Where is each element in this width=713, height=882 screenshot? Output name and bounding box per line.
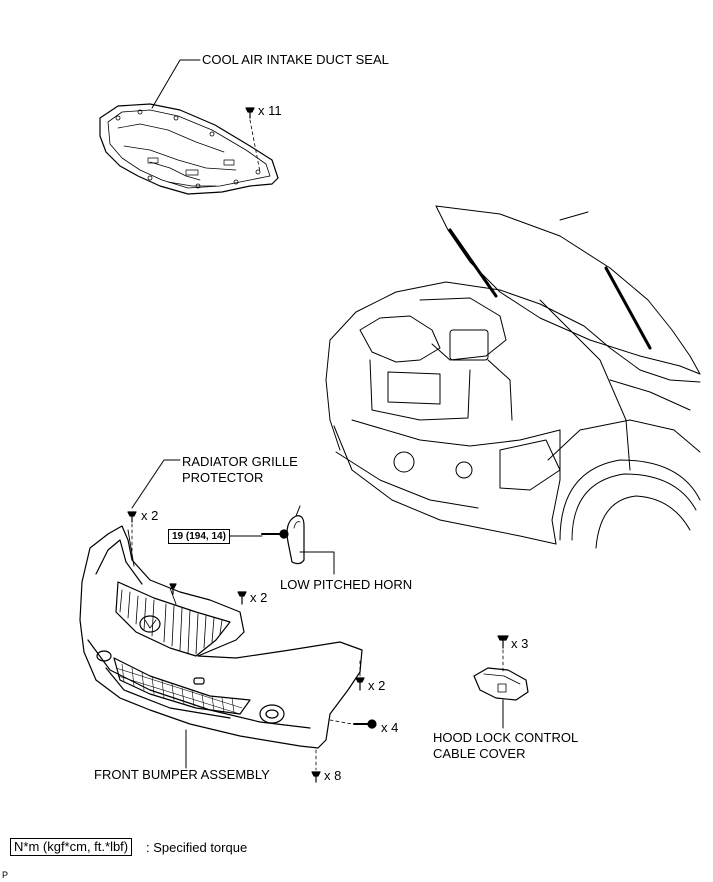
leader-grille-protector bbox=[131, 459, 181, 509]
label-cool-air-intake-duct-seal: COOL AIR INTAKE DUCT SEAL bbox=[202, 52, 389, 67]
label-hood-lock-control-cable-cover-line1: HOOD LOCK CONTROL bbox=[433, 730, 579, 745]
grille-protector-clip-icon bbox=[127, 511, 137, 523]
qty-bumper-side-screws: x 2 bbox=[368, 678, 386, 693]
qty-bumper-lower-clips: x 8 bbox=[324, 768, 342, 783]
label-radiator-grille-protector-line1: RADIATOR GRILLE bbox=[182, 454, 298, 469]
bumper-side-screw-icon bbox=[355, 677, 365, 691]
bumper-center-clip-icon bbox=[169, 583, 177, 595]
qty-duct-seal-clips: x 11 bbox=[258, 103, 282, 118]
corner-mark: P bbox=[2, 870, 9, 880]
bumper-lower-clip-icon bbox=[311, 771, 321, 783]
leader-horn bbox=[299, 551, 335, 575]
qty-cable-cover-bolts: x 3 bbox=[511, 636, 529, 651]
vehicle-front-drawing bbox=[325, 205, 701, 549]
leader-duct-seal bbox=[151, 59, 201, 109]
cable-cover-bolt-icon bbox=[497, 635, 509, 649]
qty-grille-protector-clips: x 2 bbox=[141, 508, 159, 523]
label-low-pitched-horn: LOW PITCHED HORN bbox=[280, 577, 413, 592]
qty-bumper-side-bolts: x 4 bbox=[381, 720, 399, 735]
legend-description: : Specified torque bbox=[146, 840, 248, 855]
bumper-side-bolt-icon bbox=[353, 719, 377, 729]
bumper-upper-screw-icon bbox=[237, 591, 247, 605]
label-hood-lock-control-cable-cover-line2: CABLE COVER bbox=[433, 746, 526, 761]
label-front-bumper-assembly: FRONT BUMPER ASSEMBLY bbox=[94, 767, 270, 782]
torque-horn-bolt: 19 (194, 14) bbox=[168, 529, 230, 544]
front-bumper-assembly-drawing bbox=[79, 525, 363, 749]
label-radiator-grille-protector-line2: PROTECTOR bbox=[182, 470, 264, 485]
duct-seal-clip-icon bbox=[245, 107, 255, 119]
cool-air-intake-duct-seal-drawing bbox=[99, 103, 279, 195]
hood-lock-control-cable-cover-drawing bbox=[473, 667, 529, 701]
legend-unit-box: N*m (kgf*cm, ft.*lbf) bbox=[10, 838, 133, 856]
qty-bumper-upper-screws: x 2 bbox=[250, 590, 268, 605]
low-pitched-horn-drawing bbox=[261, 505, 305, 565]
